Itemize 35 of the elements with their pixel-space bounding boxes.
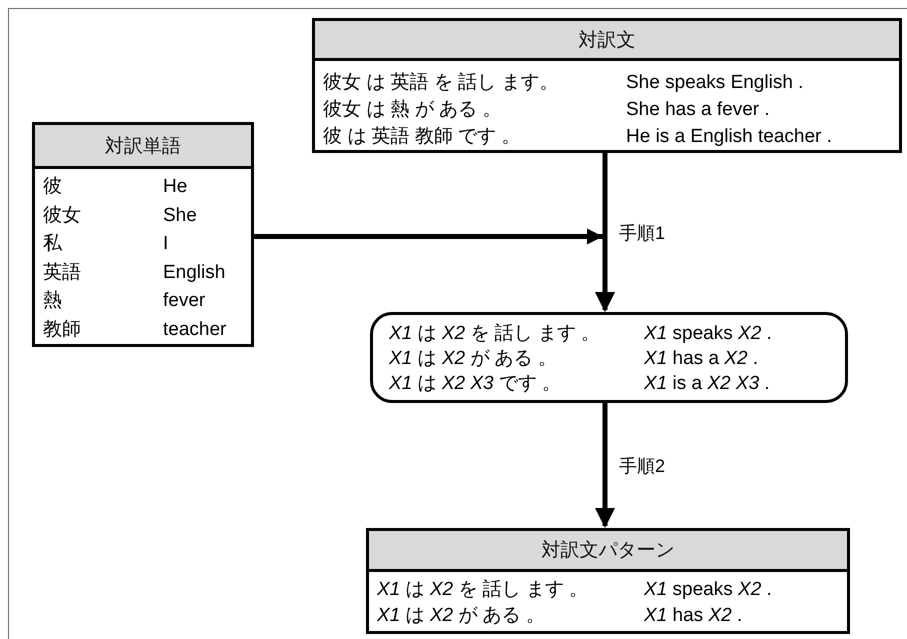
- table-text: 彼 は 英語 教師 です 。: [323, 125, 522, 149]
- table-text: 熱: [43, 289, 63, 313]
- table-box: [366, 528, 850, 634]
- table-text: 彼女 は 英語 を 話し ます。: [323, 71, 560, 95]
- table-text: He is a English teacher .: [626, 125, 833, 149]
- table-text: 私: [43, 232, 63, 256]
- table-header: 対訳単語: [35, 125, 251, 169]
- table-text: X1 は X2 が ある 。: [377, 604, 546, 628]
- table-header: 対訳文: [315, 21, 899, 61]
- table-box: [312, 18, 902, 153]
- table-text: I: [163, 232, 170, 256]
- table-text: 彼女: [43, 204, 82, 228]
- table-text: X1 has a X2 .: [644, 347, 760, 371]
- table-text: X1 は X2 を 話し ます 。: [377, 578, 590, 602]
- table-text: teacher: [163, 318, 228, 342]
- pattern-box: [370, 312, 848, 403]
- table-text: 英語: [43, 260, 82, 284]
- table-box: [32, 122, 254, 347]
- table-text: 彼女 は 熱 が ある 。: [323, 98, 502, 122]
- table-text: English: [163, 260, 226, 284]
- table-text: X1 speaks X2 .: [644, 322, 773, 346]
- table-text: X1 は X2 が ある 。: [389, 347, 558, 371]
- table-header: 対訳文パターン: [369, 531, 847, 572]
- table-text: fever: [163, 289, 206, 313]
- table-text: He: [163, 175, 188, 199]
- table-text: 教師: [43, 318, 82, 342]
- table-text: X1 は X2 を 話し ます 。: [389, 322, 602, 346]
- table-text: X1 speaks X2 .: [644, 578, 773, 602]
- table-text: X1 は X2 X3 です 。: [389, 372, 562, 396]
- table-text: X1 has X2 .: [644, 604, 744, 628]
- table-text: She: [163, 204, 198, 228]
- table-text: She has a fever .: [626, 98, 771, 122]
- table-text: 彼: [43, 175, 63, 199]
- table-text: She speaks English .: [626, 71, 804, 95]
- table-text: X1 is a X2 X3 .: [644, 372, 771, 396]
